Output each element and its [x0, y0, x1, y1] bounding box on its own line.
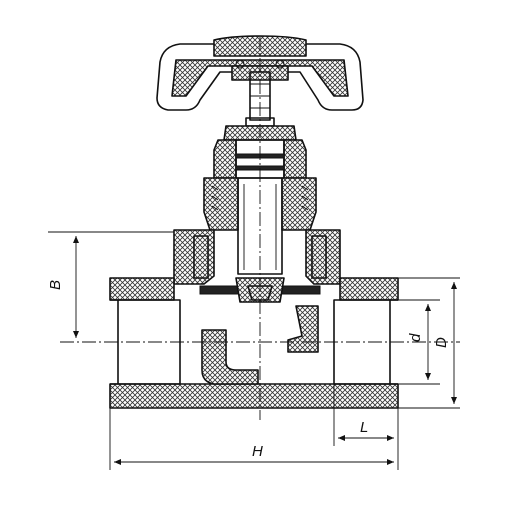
pipe-body [109, 277, 399, 409]
dimension-d-large [398, 277, 460, 409]
dimension-label-l: L [360, 419, 368, 436]
dimension-label-big-d: D [433, 337, 450, 348]
dimension-l [333, 384, 399, 470]
body-collar [173, 229, 341, 285]
dimension-label-d: d [407, 333, 424, 342]
dimension-label-b: B [47, 280, 64, 290]
dimension-d-small [398, 299, 440, 385]
dimension-h [109, 408, 394, 470]
dimension-label-h: H [252, 443, 263, 460]
handwheel [156, 35, 364, 111]
dimension-b [48, 231, 174, 338]
